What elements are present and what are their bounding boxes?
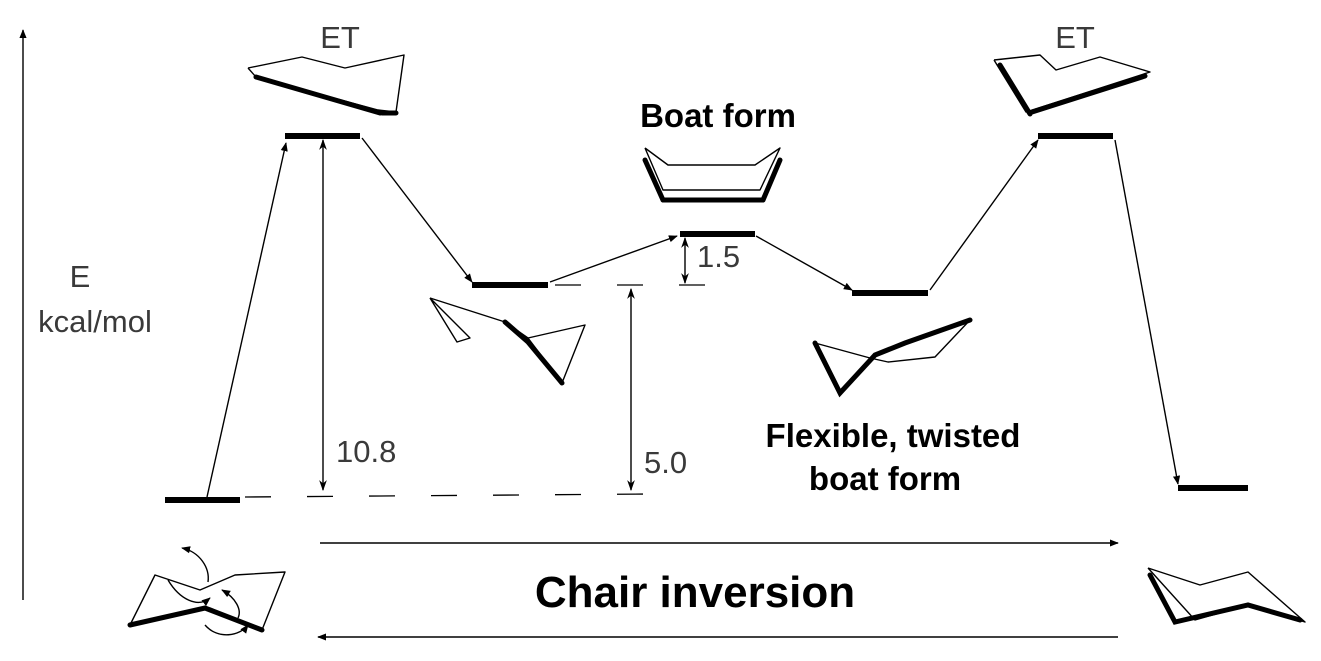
energy-levels — [165, 133, 1248, 503]
boat-molecule — [642, 147, 783, 203]
axis-label-e: E — [70, 259, 91, 294]
twist-boat-label-line1: Flexible, twisted — [766, 417, 1021, 454]
boat-form-label: Boat form — [640, 97, 796, 134]
axis-label-unit: kcal/mol — [38, 304, 152, 339]
twist-boat-left-molecule — [429, 297, 586, 386]
chair-inversion-label: Chair inversion — [535, 568, 855, 617]
inversion-arrows — [317, 539, 1119, 641]
reaction-path — [206, 137, 1181, 498]
ts-label-right: ET — [1055, 20, 1095, 55]
gap-value-5-0: 5.0 — [644, 445, 687, 480]
gap-value-1-5: 1.5 — [697, 239, 740, 274]
ts-right-molecule — [993, 54, 1151, 117]
chair-right-molecule — [1147, 567, 1306, 625]
twist-boat-label-line2: boat form — [809, 460, 961, 497]
ts-left-molecule — [247, 54, 405, 116]
reference-lines — [244, 284, 730, 498]
gap-value-10-8: 10.8 — [336, 434, 396, 469]
energy-gaps — [319, 138, 689, 492]
ts-label-left: ET — [320, 20, 360, 55]
chair-left-molecule — [127, 546, 286, 636]
twist-boat-right-molecule — [812, 317, 973, 398]
